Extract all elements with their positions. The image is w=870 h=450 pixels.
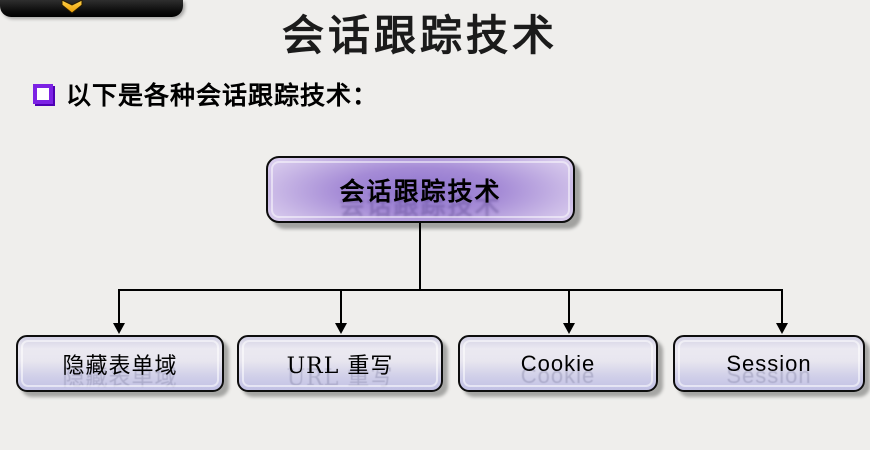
connector-drop-4 — [781, 291, 783, 324]
bullet-square-icon — [33, 84, 53, 104]
leaf-node-label: Session — [726, 350, 812, 376]
arrowhead-down-icon — [113, 323, 125, 334]
corner-banner — [0, 0, 183, 17]
diagram-leaf-hidden-form-field: 隐藏表单域 — [16, 335, 224, 392]
leaf-node-label: 隐藏表单域 — [62, 353, 178, 379]
diagram-leaf-session: Session — [673, 335, 865, 392]
diagram-root-node: 会话跟踪技术 — [266, 156, 575, 223]
connector-drop-1 — [118, 291, 120, 324]
diagram-leaf-url-rewrite: URL 重写 — [237, 335, 443, 392]
bullet-text: 以下是各种会话跟踪技术： — [66, 82, 379, 110]
arrowhead-down-icon — [563, 323, 575, 334]
bullet-line: 以下是各种会话跟踪技术： — [33, 76, 378, 112]
leaf-node-label: URL 重写 — [286, 353, 394, 379]
connector-drop-2 — [340, 291, 342, 324]
arrowhead-down-icon — [335, 323, 347, 334]
connector-rail — [118, 289, 783, 291]
root-node-label: 会话跟踪技术 — [339, 177, 502, 206]
page-title: 会话跟踪技术 — [281, 11, 558, 60]
connector-drop-3 — [568, 291, 570, 324]
diagram-leaf-cookie: Cookie — [458, 335, 658, 392]
leaf-node-label: Cookie — [520, 350, 596, 376]
arrowhead-down-icon — [776, 323, 788, 334]
chevron-down-icon — [61, 0, 83, 14]
connector-stem — [419, 223, 421, 291]
